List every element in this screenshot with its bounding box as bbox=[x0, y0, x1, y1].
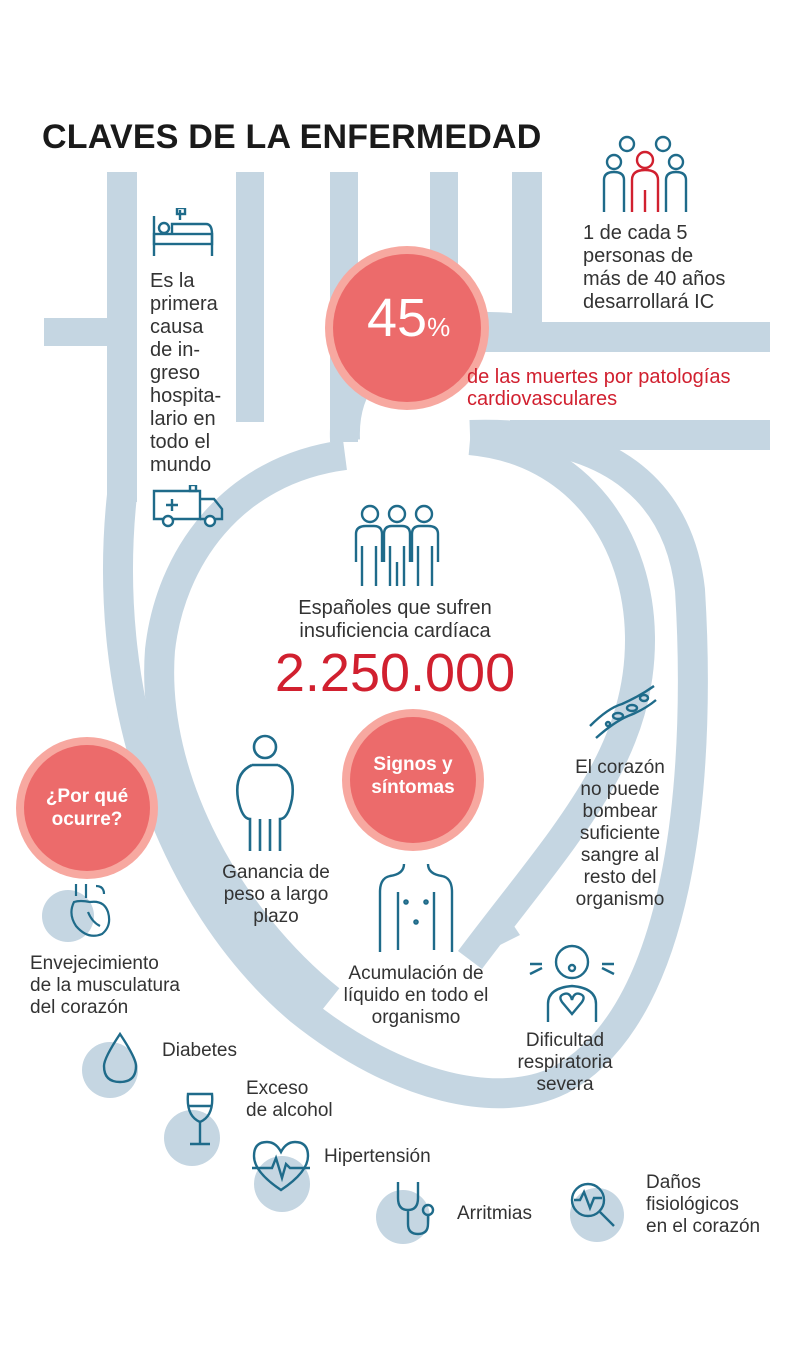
why-label: ¿Por qué ocurre? bbox=[45, 786, 129, 830]
why-circle: ¿Por qué ocurre? bbox=[24, 745, 150, 871]
three-people-icon bbox=[354, 504, 440, 586]
heart-pulse-icon bbox=[252, 1140, 310, 1192]
symptoms-label: Signos y síntomas bbox=[371, 754, 455, 798]
breathing-difficulty-icon bbox=[529, 944, 615, 1022]
breathing-label: Dificultad respiratoria severa bbox=[517, 1030, 613, 1095]
percent-sign: % bbox=[427, 312, 451, 342]
people-group-icon bbox=[602, 135, 688, 212]
cause-bubble-5 bbox=[376, 1190, 430, 1244]
cause-bubble-3 bbox=[164, 1110, 220, 1166]
heart-anatomy-icon bbox=[70, 884, 111, 937]
people-stat-text: 1 de cada 5 personas de más de 40 años d… bbox=[583, 222, 726, 313]
stethoscope-icon bbox=[396, 1182, 435, 1236]
cause-label-1: Envejecimiento de la musculatura del cor… bbox=[30, 953, 180, 1018]
cause-label-4: Hipertensión bbox=[324, 1146, 431, 1167]
symptoms-circle: Signos y síntomas bbox=[350, 717, 476, 843]
cause-label-2: Diabetes bbox=[162, 1040, 237, 1061]
cause-label-3: Exceso de alcohol bbox=[246, 1078, 333, 1121]
percent-caption: de las muertes por patologías cardiovasc… bbox=[467, 366, 731, 410]
drop-icon bbox=[102, 1032, 138, 1084]
cause-bubble-4 bbox=[254, 1156, 310, 1212]
hospital-bed-icon bbox=[152, 208, 214, 256]
spaniards-number: 2.250.000 bbox=[274, 643, 516, 703]
magnifier-pulse-icon bbox=[570, 1182, 615, 1227]
fluid-label: Acumulación de líquido en todo el organi… bbox=[343, 963, 489, 1028]
cause-label-6: Daños fisiológicos en el corazón bbox=[646, 1172, 761, 1237]
weight-gain-label: Ganancia de peso a largo plazo bbox=[222, 862, 330, 927]
weight-gain-icon bbox=[236, 734, 294, 851]
percent-circle: 45% bbox=[333, 254, 481, 402]
wine-glass-icon bbox=[186, 1092, 214, 1146]
blood-vessel-icon bbox=[589, 685, 657, 739]
ambulance-icon bbox=[152, 485, 224, 528]
percent-value: 45 bbox=[367, 288, 428, 348]
spaniards-text: Españoles que sufren insuficiencia cardí… bbox=[298, 597, 492, 642]
page-title: CLAVES DE LA ENFERMEDAD bbox=[42, 118, 542, 156]
torso-icon bbox=[378, 863, 454, 952]
hospital-stat-text: Es la primera causa de in- greso hospita… bbox=[150, 270, 222, 476]
cause-label-5: Arritmias bbox=[457, 1203, 532, 1224]
pump-label: El corazón no puede bombear suficiente s… bbox=[575, 757, 665, 910]
